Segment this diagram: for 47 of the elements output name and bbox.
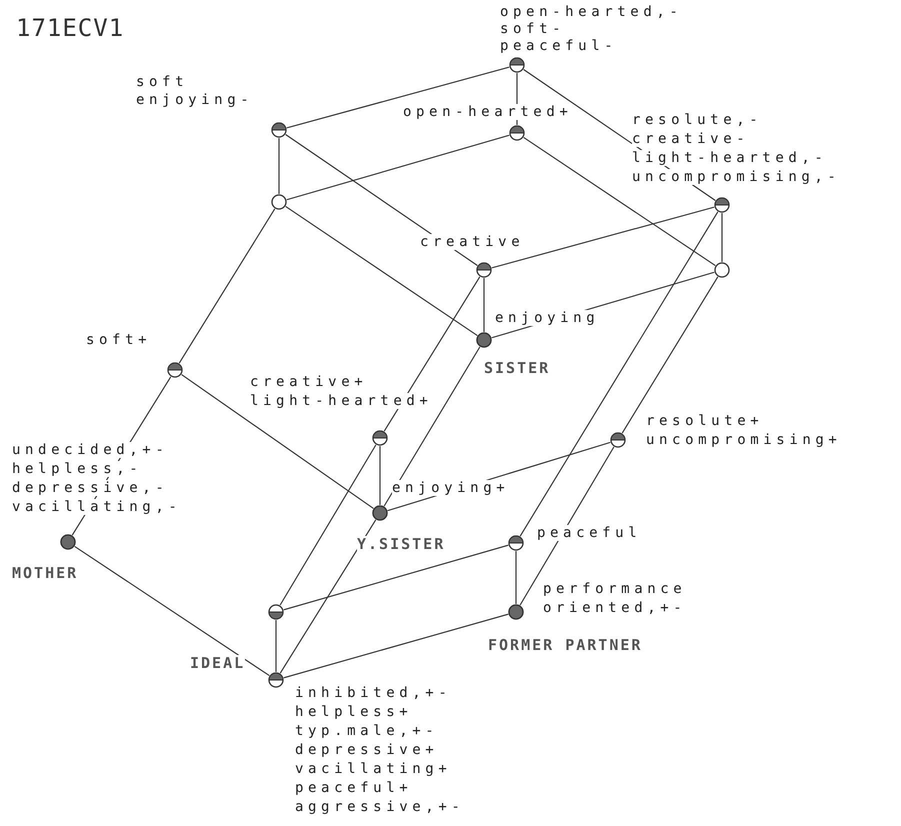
lattice-line xyxy=(379,446,381,505)
lattice-line xyxy=(721,213,723,262)
concept-circle xyxy=(507,534,525,552)
lattice-line xyxy=(520,446,614,606)
concept-circle xyxy=(267,603,285,621)
concept-circle xyxy=(270,193,288,211)
lattice-line xyxy=(280,444,376,606)
object-label: SISTER xyxy=(484,360,550,376)
lattice-line xyxy=(284,544,508,610)
lattice-line xyxy=(285,134,478,266)
lattice-line xyxy=(384,346,480,506)
lattice-line xyxy=(181,374,374,509)
lattice-line xyxy=(284,614,508,678)
lattice-line xyxy=(483,278,485,332)
lattice-line xyxy=(286,66,510,128)
concept-circle xyxy=(475,331,493,349)
concept-circle xyxy=(270,121,288,139)
concept-circle xyxy=(508,56,526,74)
concept-circle xyxy=(475,261,493,279)
concept-circle xyxy=(166,361,184,379)
lattice-line xyxy=(384,276,480,432)
object-label: Y.SISTER xyxy=(357,536,446,552)
diagram-title: 171ECV1 xyxy=(16,14,124,42)
concept-circle xyxy=(371,504,389,522)
object-label: MOTHER xyxy=(12,565,78,581)
concept-circle xyxy=(713,196,731,214)
lattice-line xyxy=(285,206,478,336)
object-label: IDEAL xyxy=(190,655,246,671)
lattice-line xyxy=(286,134,510,200)
concept-circle xyxy=(59,533,77,551)
lattice-line xyxy=(520,212,718,536)
lattice-line xyxy=(515,551,517,604)
concept-circle xyxy=(267,671,285,689)
concept-circle xyxy=(508,124,526,142)
lattice-line xyxy=(74,546,270,676)
lattice-line xyxy=(492,206,714,268)
concept-circle xyxy=(371,429,389,447)
concept-circle xyxy=(507,603,525,621)
lattice-line xyxy=(622,276,718,434)
object-label: FORMER PARTNER xyxy=(488,637,642,653)
lattice-line xyxy=(523,136,716,266)
lattice-line xyxy=(178,208,276,364)
lattice-line xyxy=(278,138,280,194)
lattice-line xyxy=(275,620,277,672)
concept-circle xyxy=(713,261,731,279)
concept-circle xyxy=(609,431,627,449)
lattice-line xyxy=(280,520,376,674)
